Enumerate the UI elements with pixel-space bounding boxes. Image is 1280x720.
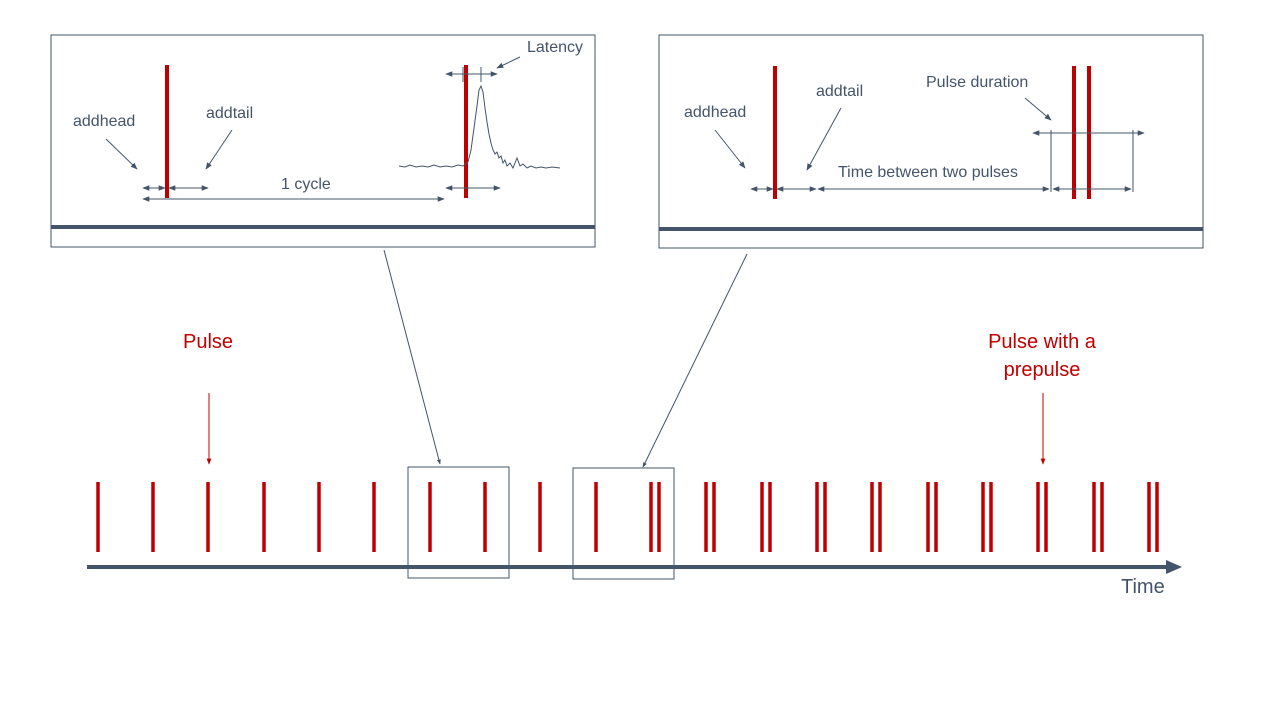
time-axis-label: Time bbox=[1121, 576, 1165, 598]
left-addtail-label: addtail bbox=[206, 105, 253, 122]
right-addhead-label: addhead bbox=[684, 104, 746, 121]
double-pulse bbox=[704, 482, 716, 552]
prepulse-label-line2: prepulse bbox=[1004, 359, 1081, 381]
double-pulse bbox=[926, 482, 938, 552]
right-inset: addhead addtail Time between two pulses … bbox=[658, 34, 1204, 249]
right-addhead-callout bbox=[714, 129, 746, 169]
double-pulse bbox=[1092, 482, 1104, 552]
double-pulses bbox=[649, 482, 1159, 552]
left-addtail-callout bbox=[205, 129, 233, 170]
left-latency-callout bbox=[496, 56, 521, 69]
left-addhead-callout bbox=[105, 138, 138, 170]
right-inset-frame bbox=[658, 34, 1204, 249]
left-inset-frame bbox=[50, 34, 596, 248]
double-pulse bbox=[981, 482, 993, 552]
right-addtail-label: addtail bbox=[816, 83, 863, 100]
left-latency-label: Latency bbox=[527, 39, 583, 56]
double-pulse bbox=[1036, 482, 1048, 552]
pulse-label: Pulse bbox=[183, 331, 233, 353]
double-pulse bbox=[760, 482, 772, 552]
left-inset: addhead addtail 1 cycle Latency bbox=[50, 34, 596, 248]
right-gap-label: Time between two pulses bbox=[838, 164, 1018, 181]
prepulse-label-line1: Pulse with a bbox=[988, 331, 1097, 353]
time-axis-arrowhead bbox=[1166, 560, 1182, 574]
left-inset-response-trace bbox=[398, 84, 561, 170]
left-zoom-box bbox=[407, 466, 510, 579]
right-duration-label: Pulse duration bbox=[926, 74, 1028, 91]
left-addhead-label: addhead bbox=[73, 113, 135, 130]
double-pulse bbox=[870, 482, 882, 552]
left-inset-connector bbox=[383, 249, 441, 465]
right-addtail-callout bbox=[806, 107, 842, 171]
right-inset-connector bbox=[642, 253, 748, 468]
double-pulse bbox=[815, 482, 827, 552]
timeline: Pulse Pulse with a prepulse bbox=[87, 331, 1182, 598]
single-pulses bbox=[96, 482, 598, 552]
right-zoom-box bbox=[572, 467, 675, 580]
left-cycle-label: 1 cycle bbox=[281, 176, 331, 193]
double-pulse bbox=[1147, 482, 1159, 552]
right-duration-callout bbox=[1024, 97, 1052, 121]
double-pulse bbox=[649, 482, 661, 552]
